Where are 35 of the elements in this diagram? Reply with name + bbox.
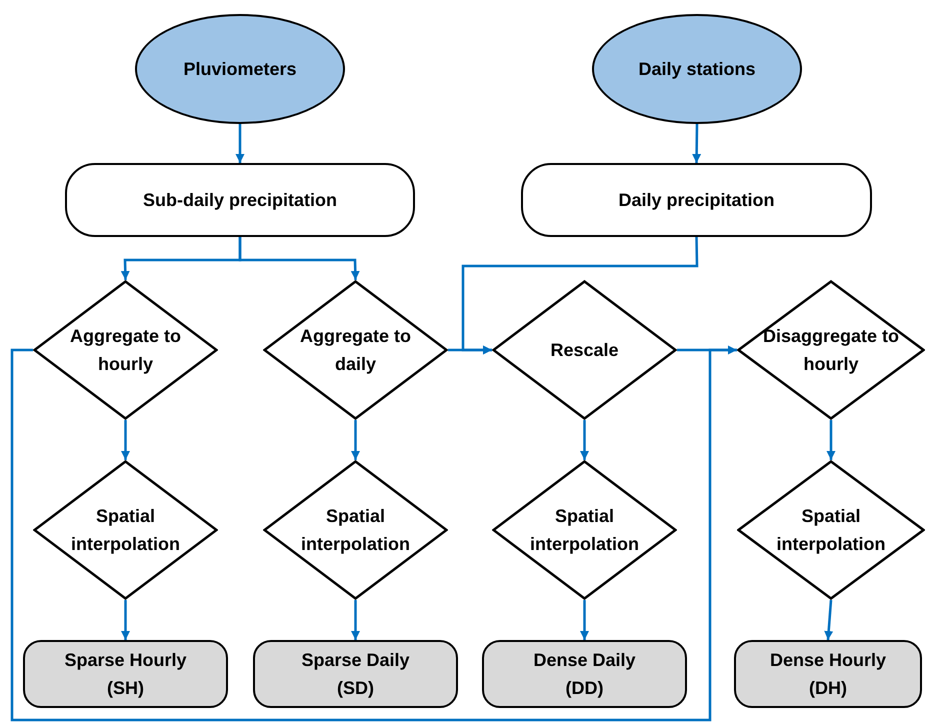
arrow bbox=[826, 420, 836, 460]
node-label: Pluviometers bbox=[183, 58, 297, 81]
node-label: Disaggregate to hourly bbox=[762, 325, 900, 376]
node-label: Sparse Hourly (SH) bbox=[63, 649, 188, 700]
arrow bbox=[580, 600, 589, 640]
node-label: Daily precipitation bbox=[618, 189, 775, 212]
arrow bbox=[448, 346, 492, 354]
arrow bbox=[351, 420, 360, 460]
process-box bbox=[521, 163, 872, 237]
node-label: Spatial interpolation bbox=[776, 505, 886, 556]
node-label: Rescale bbox=[550, 339, 619, 362]
node-label: Spatial interpolation bbox=[300, 505, 411, 556]
arrow bbox=[692, 124, 702, 164]
arrow bbox=[580, 420, 589, 460]
output-box bbox=[253, 640, 458, 708]
process-box bbox=[65, 163, 415, 237]
output-box bbox=[23, 640, 228, 708]
node-label: Spatial interpolation bbox=[70, 505, 181, 556]
output-box bbox=[734, 640, 922, 708]
node-label: Daily stations bbox=[638, 58, 756, 81]
arrow bbox=[121, 600, 130, 640]
node-label: Aggregate to daily bbox=[298, 325, 412, 376]
arrow bbox=[238, 237, 360, 280]
arrow bbox=[121, 420, 130, 460]
arrow bbox=[824, 600, 834, 640]
node-label: Spatial interpolation bbox=[529, 505, 640, 556]
output-box bbox=[482, 640, 687, 708]
node-label: Aggregate to hourly bbox=[68, 325, 182, 376]
arrow bbox=[351, 600, 360, 640]
arrow bbox=[10, 346, 737, 722]
arrow bbox=[236, 124, 244, 163]
node-label: Dense Hourly (DH) bbox=[768, 649, 888, 700]
node-label: Sparse Daily (SD) bbox=[300, 649, 411, 700]
node-label: Dense Daily (DD) bbox=[532, 649, 637, 700]
node-label: Sub-daily precipitation bbox=[142, 189, 338, 212]
